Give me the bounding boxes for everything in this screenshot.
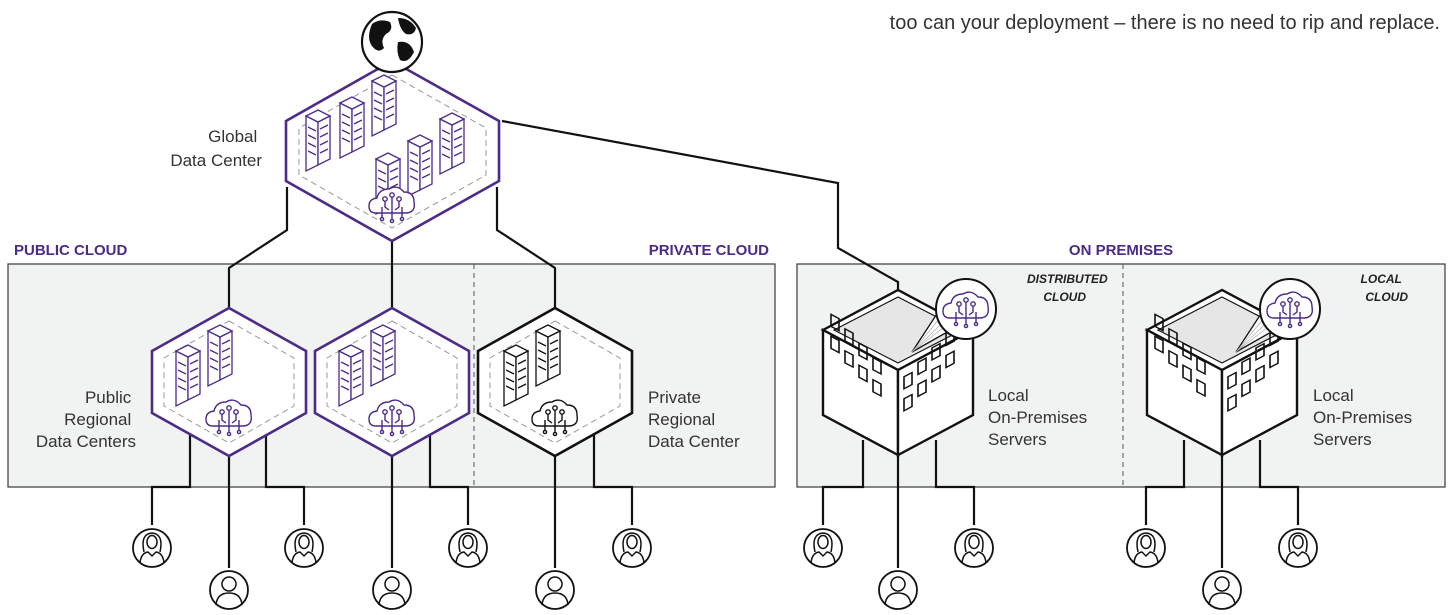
private-cloud-title: PRIVATE CLOUD — [649, 242, 769, 259]
public-regional-data-center-1 — [150, 306, 308, 458]
on-premises-title: ON PREMISES — [1069, 242, 1173, 259]
local-cloud-callout — [1235, 278, 1321, 353]
global-data-center-label: Global Data Center — [170, 127, 262, 170]
globe-icon — [360, 10, 424, 74]
end-users — [132, 528, 1318, 610]
public-regional-data-center-2 — [313, 306, 471, 458]
public-cloud-title: PUBLIC CLOUD — [14, 242, 127, 259]
local-cloud-tag: LOCAL CLOUD — [1361, 272, 1409, 304]
distributed-cloud-callout — [911, 278, 997, 353]
local-servers-label-1: Local On-Premises Servers — [988, 386, 1092, 449]
public-regional-label: Public Regional Data Centers — [36, 388, 136, 451]
private-regional-data-center — [476, 306, 634, 458]
local-servers-label-2: Local On-Premises Servers — [1313, 386, 1417, 449]
intro-text: too can your deployment – there is no ne… — [890, 12, 1440, 34]
private-regional-label: Private Regional Data Center — [648, 388, 740, 451]
global-data-center — [284, 59, 501, 243]
distributed-cloud-tag: DISTRIBUTED CLOUD — [1027, 272, 1111, 304]
